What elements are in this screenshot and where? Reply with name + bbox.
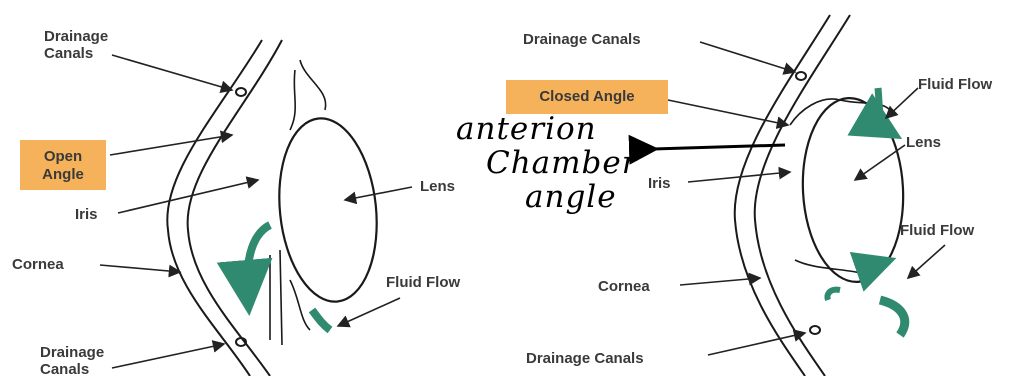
left-fluid-flow-label: Fluid Flow [386, 274, 460, 291]
handwritten-arrow [653, 145, 785, 149]
right-fluid-arrow-top [878, 88, 890, 132]
left-drainage-canals-top-label: Drainage Canals [44, 28, 108, 62]
right-eye-cross-section [735, 15, 908, 376]
left-lens [271, 113, 386, 306]
right-drainage-canals-top-label: Drainage Canals [523, 31, 641, 48]
left-drainage-canal-top [236, 88, 246, 96]
right-fluid-flow-bottom-label: Fluid Flow [900, 222, 974, 239]
left-eye-cross-section [167, 40, 385, 376]
left-fluid-arrow-tail [312, 310, 330, 330]
right-fluid-arrow-bottom [880, 300, 905, 335]
handwritten-line-1: anterion [456, 112, 597, 146]
right-drainage-canals-bottom-label: Drainage Canals [526, 350, 644, 367]
left-fluid-arrow-down [247, 225, 270, 300]
right-iris-bottom [795, 260, 870, 275]
right-iris-top [790, 99, 890, 125]
right-fluid-flow-top-label: Fluid Flow [918, 76, 992, 93]
handwritten-line-3: angle [525, 180, 617, 214]
open-angle-label: Open Angle [20, 148, 106, 184]
left-cornea-label: Cornea [12, 256, 64, 273]
left-drainage-canals-bottom-label: Drainage Canals [40, 344, 104, 376]
right-fluid-arrow-small [828, 290, 841, 300]
right-lens-label: Lens [906, 134, 941, 151]
left-pointer-lines [100, 55, 412, 368]
right-drainage-canal-bottom [810, 326, 820, 334]
left-iris-bottom [270, 250, 282, 345]
left-iris-top [300, 60, 326, 110]
handwritten-line-2: Chamber [486, 146, 638, 180]
left-lens-label: Lens [420, 178, 455, 195]
left-cornea-outer [167, 40, 262, 376]
left-iris-label: Iris [75, 206, 98, 223]
right-iris-label: Iris [648, 175, 671, 192]
closed-angle-label: Closed Angle [506, 88, 668, 106]
right-cornea-label: Cornea [598, 278, 650, 295]
right-drainage-canal-top [796, 72, 806, 80]
right-lens [798, 96, 907, 285]
left-cornea-inner [188, 40, 282, 376]
